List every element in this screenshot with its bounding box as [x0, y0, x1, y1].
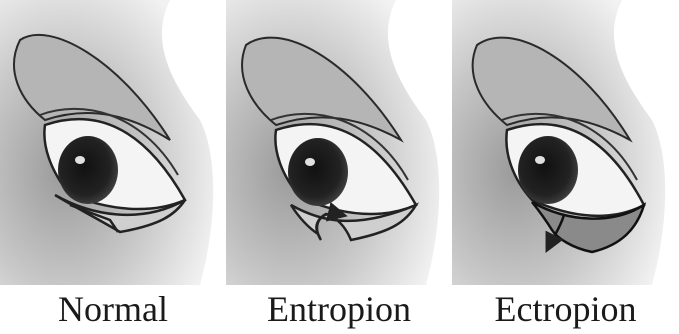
panel-normal: Normal [0, 0, 226, 334]
normal-eye-illustration [0, 0, 226, 285]
iris [518, 136, 578, 204]
panel-ectropion: Ectropion [452, 0, 679, 334]
caption-normal: Normal [0, 286, 226, 332]
pupil-highlight [305, 158, 315, 166]
ectropion-eye-illustration [452, 0, 679, 285]
panel-entropion: Entropion [226, 0, 452, 334]
caption-ectropion: Ectropion [452, 286, 679, 332]
pupil-highlight [75, 156, 85, 164]
iris [58, 136, 118, 204]
pupil-highlight [535, 156, 545, 164]
entropion-eye-illustration [226, 0, 452, 285]
iris [288, 138, 348, 206]
caption-entropion: Entropion [226, 286, 452, 332]
